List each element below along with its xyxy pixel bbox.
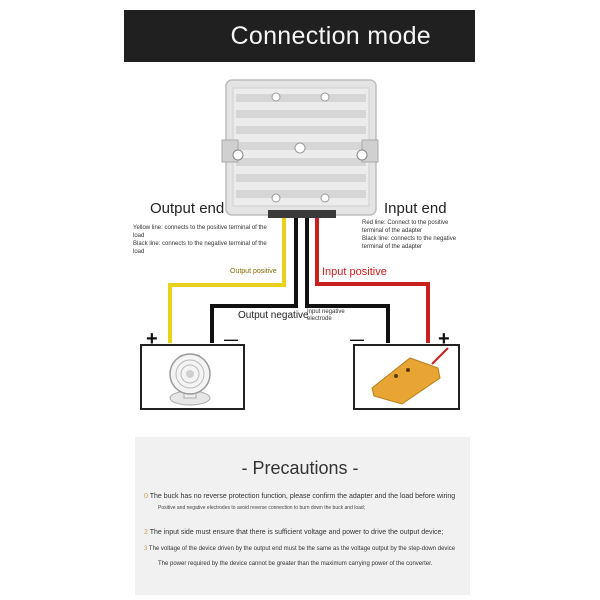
power-adapter-box bbox=[353, 344, 460, 410]
wire-input-negative bbox=[305, 218, 390, 343]
fan-icon bbox=[169, 353, 211, 406]
output-end-title: Output end bbox=[150, 200, 225, 217]
precaution-item: 3 The voltage of the device driven by th… bbox=[144, 546, 455, 552]
precautions-title: - Precautions - bbox=[241, 458, 359, 478]
precaution-text: The buck has no reverse protection funct… bbox=[149, 493, 456, 500]
precaution-item: 2 The input side must ensure that there … bbox=[144, 529, 443, 536]
wire-input-positive bbox=[315, 218, 430, 343]
wire-output-positive bbox=[168, 218, 286, 343]
wire-output-negative bbox=[210, 218, 298, 343]
input-end-title: Input end bbox=[384, 200, 447, 217]
load-device-box bbox=[140, 344, 245, 410]
load-plus-sign: + bbox=[146, 328, 158, 350]
precaution-number: 0 bbox=[144, 493, 148, 500]
input-positive-label: Input positive bbox=[322, 266, 387, 278]
adapter-minus-sign: — bbox=[350, 331, 364, 347]
input-negative-label: Input negative electrode bbox=[307, 309, 345, 322]
input-end-description: Red line: Connect to the positive termin… bbox=[362, 220, 457, 250]
precaution-text: The voltage of the device driven by the … bbox=[148, 546, 456, 552]
buck-converter-module bbox=[221, 79, 379, 218]
precautions-panel bbox=[135, 437, 470, 595]
precaution-subtext: Positive and negative electrodes to avoi… bbox=[158, 505, 366, 511]
page-title: Connection mode bbox=[230, 22, 431, 50]
adapter-plus-sign: + bbox=[438, 328, 450, 350]
precaution-subtext: The power required by the device cannot … bbox=[158, 561, 433, 567]
output-end-description: Yellow line: connects to the positive te… bbox=[133, 225, 267, 255]
precaution-item: 0 The buck has no reverse protection fun… bbox=[144, 493, 455, 500]
adapter-icon bbox=[371, 347, 449, 405]
load-minus-sign: — bbox=[224, 331, 238, 347]
precaution-number: 3 bbox=[144, 546, 148, 552]
output-positive-label: Output positive bbox=[230, 268, 277, 275]
precaution-text: The input side must ensure that there is… bbox=[149, 529, 444, 536]
output-negative-label: Output negative bbox=[238, 310, 309, 321]
title-banner: Connection mode bbox=[124, 10, 475, 62]
precaution-number: 2 bbox=[144, 529, 148, 536]
